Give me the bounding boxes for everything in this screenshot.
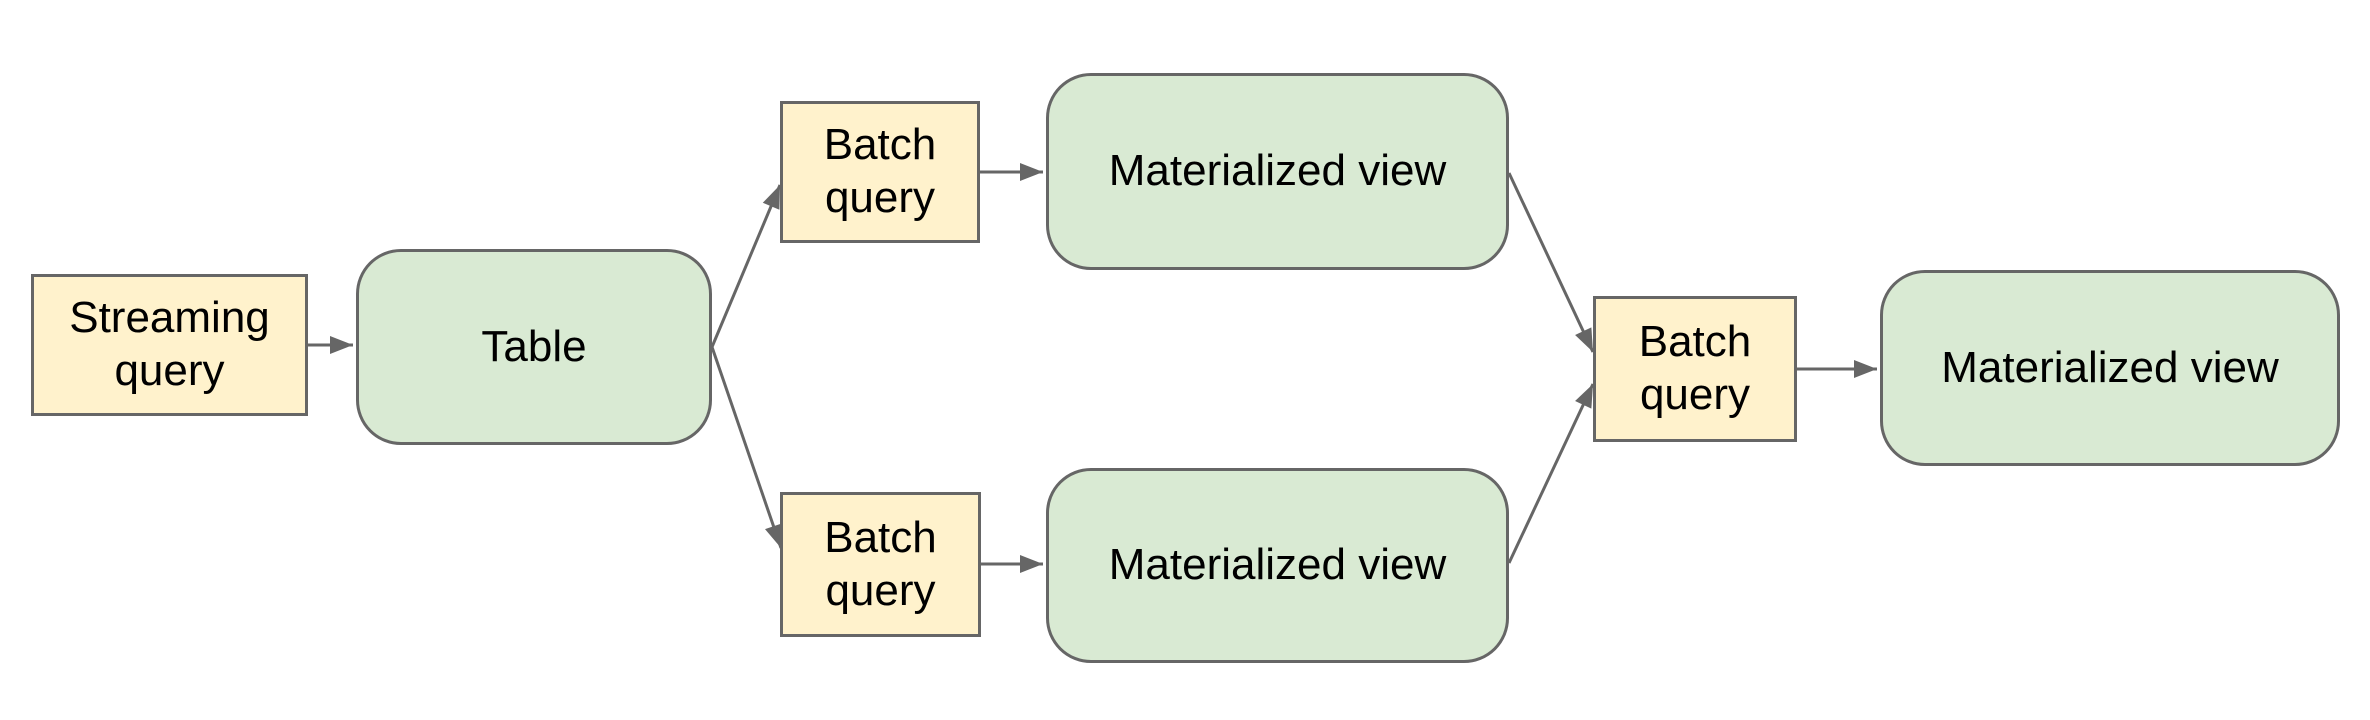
node-batch-query-bottom: Batch query [780, 492, 981, 637]
arrow-table-to-batch-query-bottom [710, 346, 783, 549]
arrow-table-to-batch-query-top [710, 184, 782, 348]
arrow-materialized-view-bottom-to-batch-query-right [1507, 383, 1595, 564]
node-materialized-view-right: Materialized view [1880, 270, 2340, 466]
node-materialized-view-top: Materialized view [1046, 73, 1509, 270]
batch-query-bottom-label: Batch query [824, 512, 937, 615]
batch-query-right-label: Batch query [1638, 317, 1752, 419]
materialized-view-right-label: Materialized view [1941, 342, 2279, 392]
table-label: Table [481, 321, 587, 371]
node-streaming-query: Streaming query [31, 274, 308, 416]
node-table: Table [356, 249, 712, 445]
arrow-materialized-view-top-to-batch-query-right [1507, 172, 1595, 353]
node-batch-query-top: Batch query [780, 101, 980, 243]
batch-query-top-label: Batch query [823, 120, 937, 222]
streaming-query-label: Streaming query [69, 293, 270, 395]
materialized-view-top-label: Materialized view [1108, 146, 1447, 196]
node-materialized-view-bottom: Materialized view [1046, 468, 1509, 663]
materialized-view-bottom-label: Materialized view [1108, 540, 1447, 590]
node-batch-query-right: Batch query [1593, 296, 1797, 442]
